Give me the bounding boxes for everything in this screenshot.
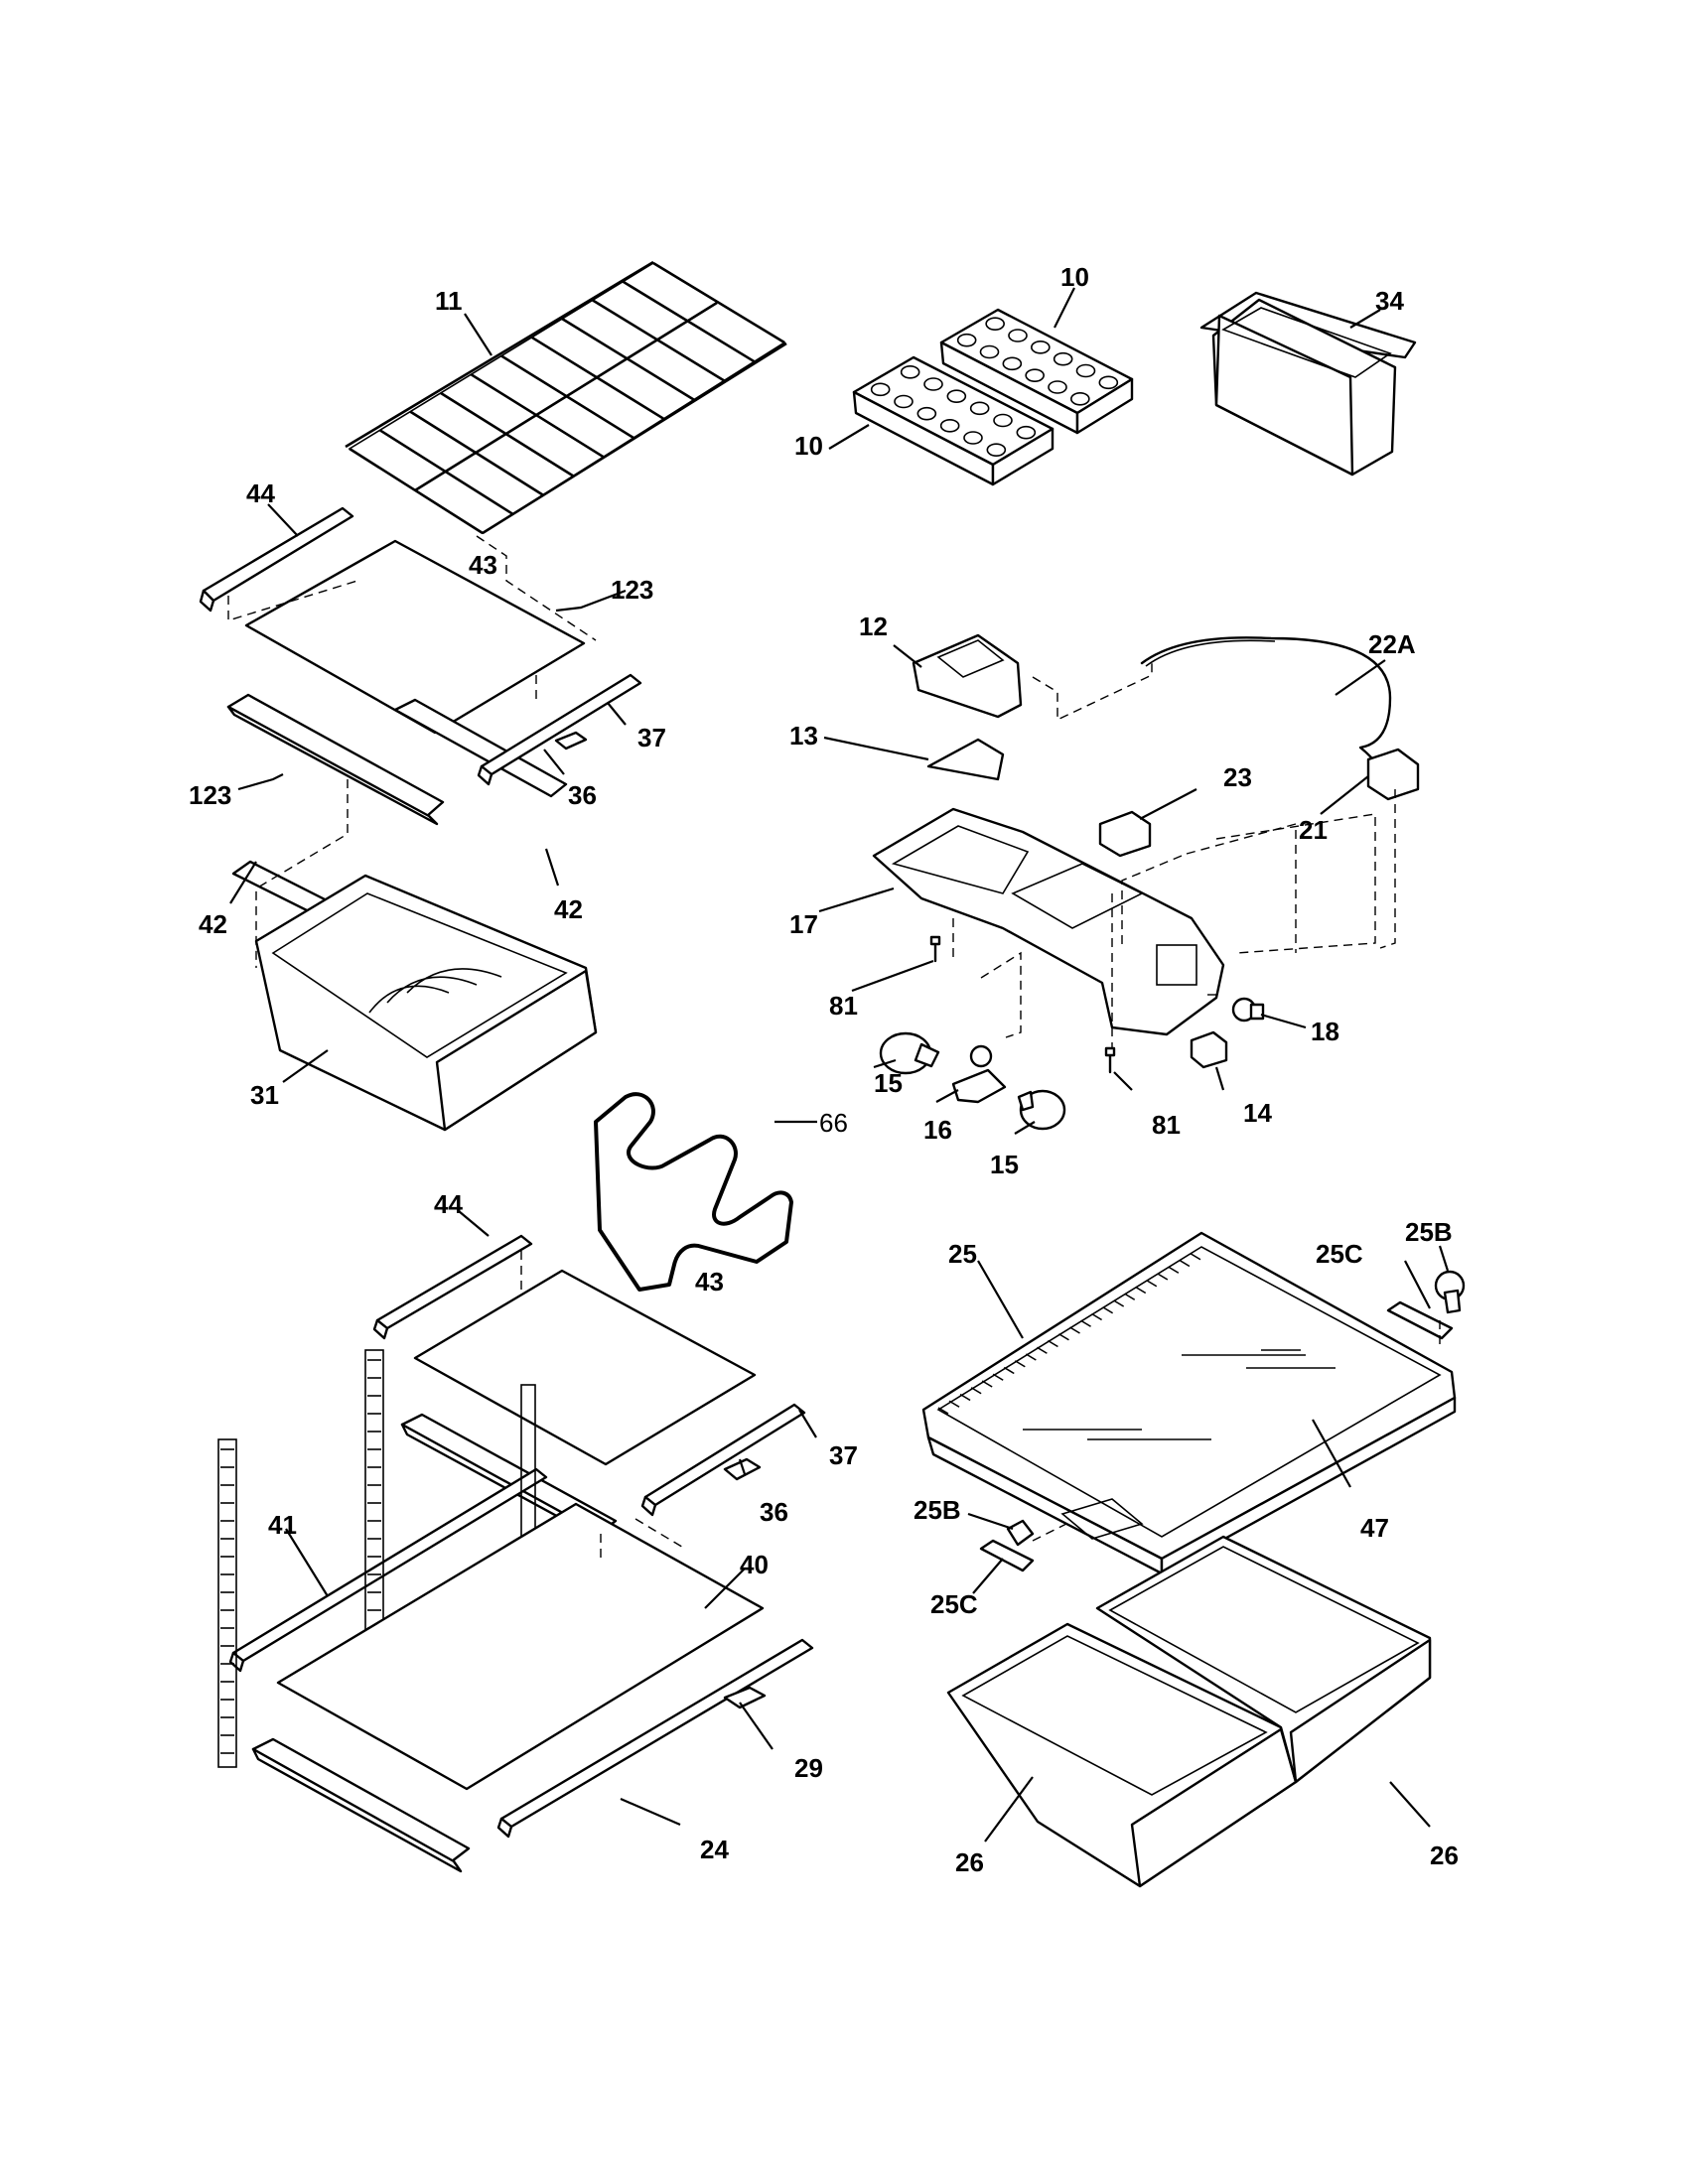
bulb-15 [879, 1031, 940, 1075]
switch-14 [1190, 1030, 1228, 1069]
storage-bin [1199, 291, 1417, 477]
clip-25B [1006, 1519, 1035, 1547]
clip-25B [1434, 1270, 1466, 1314]
control-housing-17 [872, 807, 1225, 1036]
callout-66: 66 [819, 1108, 848, 1138]
crisper-drawer-26 [1095, 1535, 1432, 1784]
switch-23 [1098, 810, 1152, 858]
glass-shelf-40 [276, 1502, 765, 1791]
rail-41 [228, 1467, 548, 1673]
light-shield-13 [926, 738, 1005, 781]
callout-18: 18 [1311, 1017, 1339, 1046]
callout-labels: 11 10 10 34 44 43 123 37 36 123 42 42 31… [189, 262, 1459, 1877]
thermostat-cable-22A [1140, 636, 1392, 784]
callout-16: 16 [923, 1115, 952, 1145]
callout-15: 15 [990, 1150, 1019, 1179]
callout-24: 24 [700, 1835, 729, 1864]
glass-shelf-43 [244, 539, 586, 735]
ice-tray [852, 355, 1055, 486]
callout-81: 81 [829, 991, 858, 1021]
callout-40: 40 [740, 1550, 769, 1579]
callout-15: 15 [874, 1068, 903, 1098]
ice-tray [939, 308, 1134, 435]
callout-123: 123 [611, 575, 653, 605]
callout-22A: 22A [1368, 629, 1416, 659]
socket-16 [951, 1044, 1007, 1104]
callout-34: 34 [1375, 286, 1404, 316]
control-21 [1366, 748, 1420, 801]
callout-25B: 25B [1405, 1217, 1453, 1247]
callout-25: 25 [948, 1239, 977, 1269]
callout-81: 81 [1152, 1110, 1181, 1140]
bracket-25C [979, 1539, 1035, 1572]
callout-17: 17 [789, 909, 818, 939]
callout-47: 47 [1360, 1513, 1389, 1543]
bracket-25C [1386, 1300, 1454, 1340]
callout-25C: 25C [930, 1589, 978, 1619]
callout-44: 44 [434, 1189, 463, 1219]
callout-36: 36 [568, 780, 597, 810]
callout-14: 14 [1243, 1098, 1272, 1128]
screw-81 [929, 935, 941, 963]
callout-44: 44 [246, 478, 275, 508]
callout-13: 13 [789, 721, 818, 751]
callout-26: 26 [1430, 1841, 1459, 1870]
callout-12: 12 [859, 612, 888, 641]
leader-lines [229, 287, 1450, 1843]
callout-26: 26 [955, 1847, 984, 1877]
wire-shelf [345, 260, 787, 535]
callout-10: 10 [794, 431, 823, 461]
callout-21: 21 [1299, 815, 1328, 845]
callout-42: 42 [199, 909, 227, 939]
callout-37: 37 [637, 723, 666, 752]
callout-37: 37 [829, 1440, 858, 1470]
callout-43: 43 [695, 1267, 724, 1297]
bulb-15 [1017, 1089, 1066, 1131]
shelf-trim-44 [372, 1234, 533, 1340]
callout-123: 123 [189, 780, 231, 810]
plug-18 [1231, 997, 1265, 1023]
wire-rack-66 [594, 1092, 793, 1292]
control-knob-housing-12 [912, 633, 1023, 719]
callout-41: 41 [268, 1510, 297, 1540]
callout-25C: 25C [1316, 1239, 1363, 1269]
callout-29: 29 [794, 1753, 823, 1783]
shelf-frame [251, 1638, 814, 1873]
screw-81 [1104, 1046, 1116, 1074]
callout-36: 36 [760, 1497, 788, 1527]
callout-11: 11 [435, 286, 463, 316]
callout-43: 43 [469, 550, 497, 580]
callout-25B: 25B [914, 1495, 961, 1525]
crisper-drawer-31 [254, 874, 598, 1132]
shelf-frame [400, 1403, 806, 1546]
shelf-frame [226, 673, 642, 826]
callout-23: 23 [1223, 762, 1252, 792]
callout-10: 10 [1060, 262, 1089, 292]
glass-shelf-43 [413, 1269, 757, 1466]
callout-42: 42 [554, 894, 583, 924]
callout-31: 31 [250, 1080, 279, 1110]
